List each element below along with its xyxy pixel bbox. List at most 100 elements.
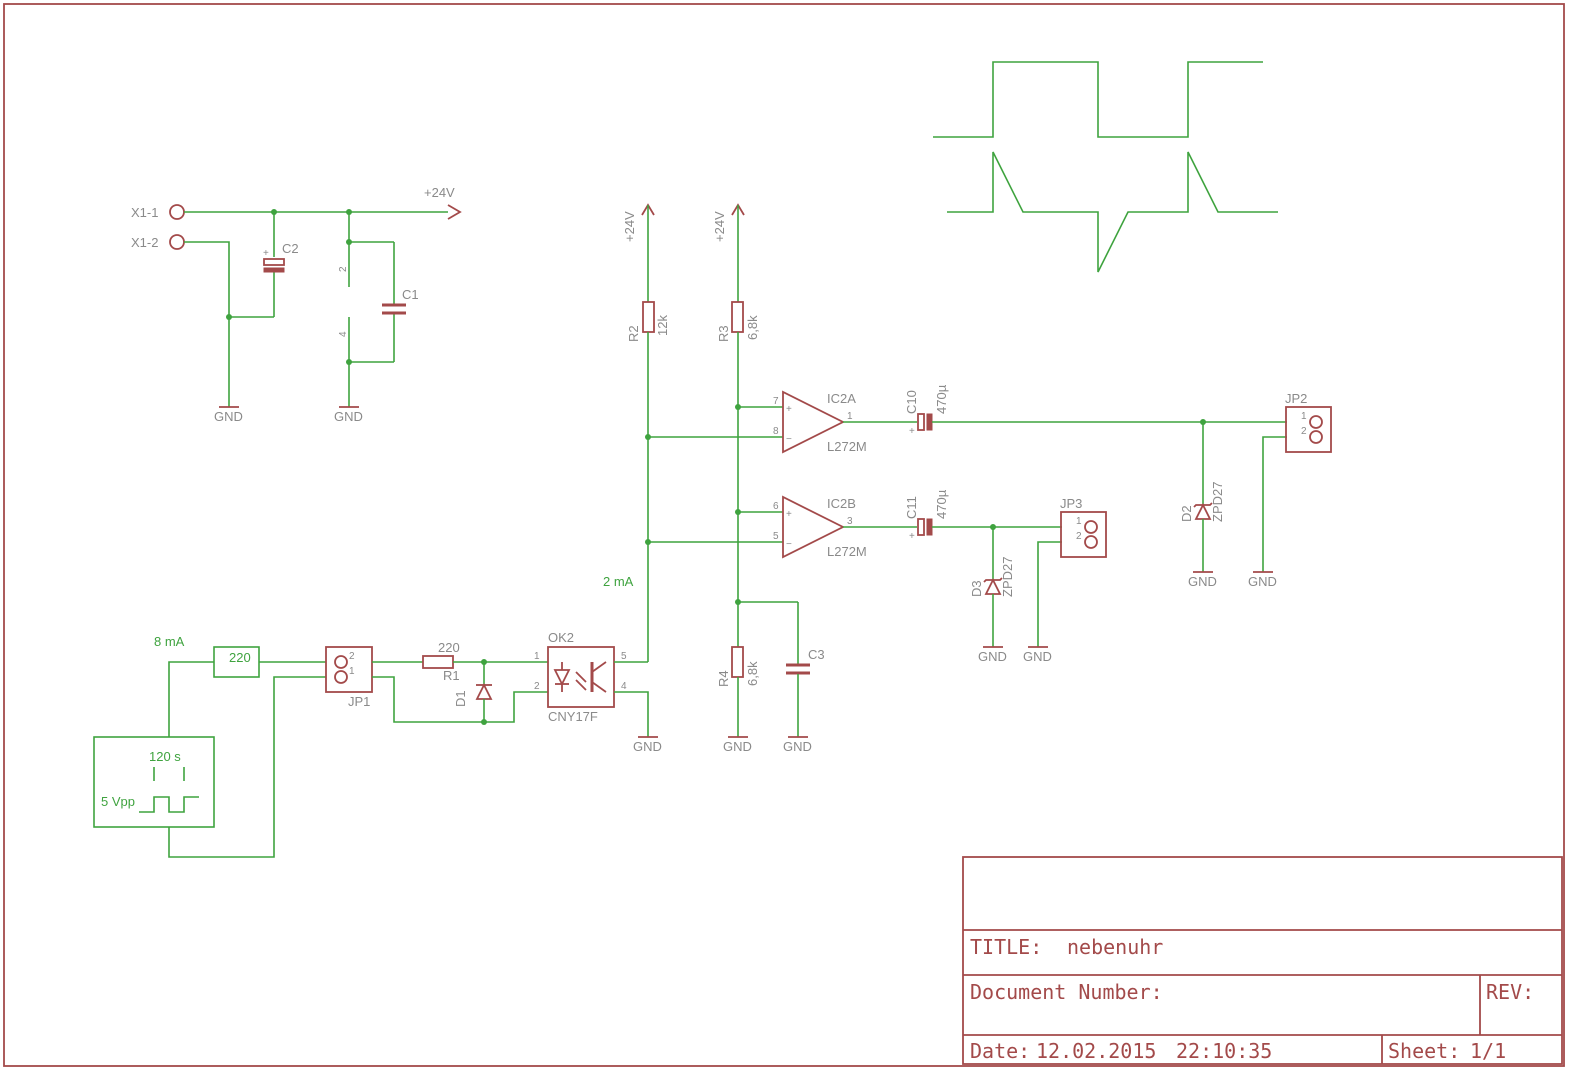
jp3-label: JP3: [1060, 496, 1082, 511]
power-input: X1-1 X1-2 +24V + C2 C1 2 4 GND GND: [131, 185, 462, 424]
sheet-frame: [3, 3, 1565, 1067]
svg-text:GND: GND: [1023, 649, 1052, 664]
svg-text:+: +: [786, 509, 792, 520]
svg-text:C11: C11: [904, 496, 919, 519]
svg-text:6,8k: 6,8k: [745, 315, 760, 340]
rev-label: REV:: [1486, 980, 1534, 1004]
svg-text:8: 8: [773, 426, 779, 437]
connector-x1-2: [169, 234, 185, 250]
date-value: 12.02.2015: [1036, 1039, 1156, 1063]
svg-text:1: 1: [1076, 516, 1082, 527]
input-section: 120 s 5 Vpp 220 8 mA 2 1 JP1 220 R1 D1: [93, 630, 662, 858]
svg-text:470µ: 470µ: [934, 489, 949, 519]
svg-text:+24V: +24V: [712, 211, 727, 242]
svg-text:GND: GND: [1248, 574, 1277, 589]
x1-1-label: X1-1: [131, 205, 158, 220]
sheet-value: 1/1: [1470, 1039, 1506, 1063]
ic2a-label: IC2A: [827, 391, 856, 406]
svg-text:GND: GND: [723, 739, 752, 754]
capacitor-c1-label: C1: [402, 287, 419, 302]
title-value: nebenuhr: [1067, 935, 1163, 959]
opamp-ic2a: + − 7 8 1 IC2A L272M + C10 470µ D2 ZPD27…: [648, 384, 1332, 589]
capacitor-c10-body: [917, 413, 925, 431]
svg-text:6: 6: [773, 501, 779, 512]
ok2-value: CNY17F: [548, 709, 598, 724]
x1-2-label: X1-2: [131, 235, 158, 250]
svg-text:2: 2: [338, 266, 349, 272]
zener-d3-icon: [984, 577, 1002, 595]
ic2b-label: IC2B: [827, 496, 856, 511]
capacitor-c3-label: C3: [808, 647, 825, 662]
signal-generator-box: [93, 736, 215, 828]
time-value: 22:10:35: [1176, 1039, 1272, 1063]
svg-text:7: 7: [773, 396, 779, 407]
svg-text:D2: D2: [1179, 505, 1194, 522]
resistor-r4: [731, 646, 744, 678]
capacitor-c2-label: C2: [282, 241, 299, 256]
svg-text:+: +: [909, 531, 915, 542]
pulse-icon: [139, 796, 199, 813]
connector-x1-1: [169, 204, 185, 220]
svg-text:5: 5: [773, 531, 779, 542]
svg-text:+: +: [263, 248, 269, 259]
svg-text:1: 1: [1301, 411, 1307, 422]
svg-text:+24V: +24V: [622, 211, 637, 242]
svg-text:2: 2: [1076, 531, 1082, 542]
capacitor-c2-body: [263, 258, 285, 266]
svg-text:+: +: [909, 426, 915, 437]
svg-text:470µ: 470µ: [934, 384, 949, 414]
current-2ma-note: 2 mA: [603, 574, 634, 589]
title-label: TITLE:: [970, 935, 1042, 959]
jp2-label: JP2: [1285, 391, 1307, 406]
svg-text:1: 1: [534, 651, 540, 662]
svg-text:4: 4: [621, 681, 627, 692]
svg-text:12k: 12k: [655, 315, 670, 336]
svg-text:3: 3: [847, 516, 853, 527]
ok2-label: OK2: [548, 630, 574, 645]
svg-text:GND: GND: [334, 409, 363, 424]
ic2b-value: L272M: [827, 544, 867, 559]
capacitor-c11-body: [917, 518, 925, 536]
resistor-r1: [422, 655, 454, 669]
light-arrow-icon: [575, 671, 587, 683]
jp1-label: JP1: [348, 694, 370, 709]
series-resistor-220-label: 220: [229, 650, 251, 665]
jumper-jp1: [325, 646, 373, 693]
svg-text:ZPD27: ZPD27: [1210, 482, 1225, 522]
svg-text:D1: D1: [453, 690, 468, 707]
svg-text:6,8k: 6,8k: [745, 661, 760, 686]
current-8ma-note: 8 mA: [154, 634, 185, 649]
title-block: TITLE: nebenuhr Document Number: REV: Da…: [962, 856, 1563, 1065]
supply-label-main: +24V: [424, 185, 455, 200]
opamp-ic2b: + − 6 5 3 IC2B L272M + C11 470µ D3 ZPD27…: [648, 489, 1107, 664]
document-number-label: Document Number:: [970, 980, 1163, 1004]
svg-text:+: +: [786, 404, 792, 415]
optocoupler-ok2: [547, 646, 615, 708]
jumper-jp3: [1060, 511, 1107, 558]
svg-text:GND: GND: [1188, 574, 1217, 589]
svg-text:C10: C10: [904, 390, 919, 414]
led-icon: [553, 669, 571, 687]
period-note: 120 s: [149, 749, 181, 764]
svg-text:R3: R3: [716, 325, 731, 342]
svg-text:2: 2: [349, 651, 355, 662]
svg-text:R2: R2: [626, 325, 641, 342]
diode-d1-icon: [475, 682, 493, 700]
svg-text:1: 1: [847, 411, 853, 422]
svg-text:D3: D3: [969, 580, 984, 597]
svg-text:2: 2: [534, 681, 540, 692]
resistor-r2: [642, 301, 655, 333]
svg-text:5: 5: [621, 651, 627, 662]
waveform-sketch: [933, 61, 1278, 273]
svg-text:GND: GND: [783, 739, 812, 754]
svg-text:R1: R1: [443, 668, 460, 683]
svg-text:GND: GND: [214, 409, 243, 424]
amplitude-note: 5 Vpp: [101, 794, 135, 809]
supply-rails: +24V +24V R2 12k R3 6,8k R4 6,8k GND C3 …: [603, 203, 825, 754]
sheet-label: Sheet:: [1388, 1039, 1460, 1063]
date-label: Date:: [970, 1039, 1030, 1063]
svg-text:1: 1: [349, 666, 355, 677]
svg-text:220: 220: [438, 640, 460, 655]
resistor-r3: [731, 301, 744, 333]
